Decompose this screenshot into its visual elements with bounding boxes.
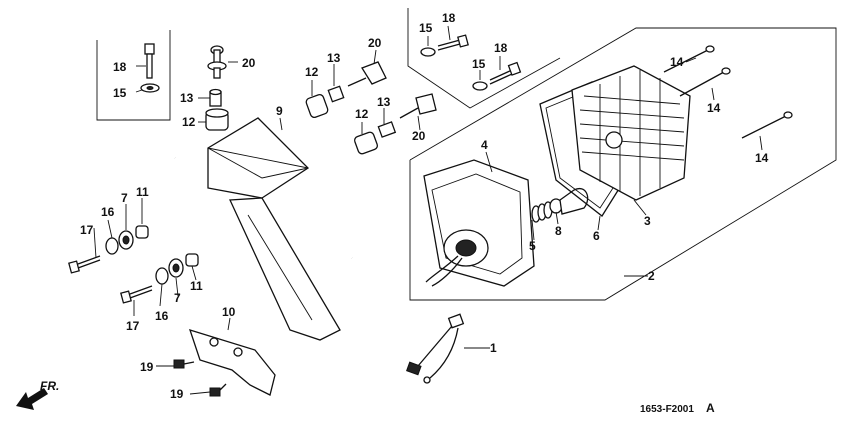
nut-7-lower bbox=[168, 258, 184, 278]
assembly-frame bbox=[409, 27, 837, 301]
screw-14-middle bbox=[679, 67, 731, 97]
callout-18-upper: 18 bbox=[442, 11, 456, 25]
bolt-18-left bbox=[140, 43, 160, 93]
diagram-suffix: A bbox=[706, 401, 715, 415]
bolt-17-upper bbox=[68, 255, 101, 274]
callout-16-lower: 16 bbox=[155, 309, 169, 323]
front-direction-arrow-icon bbox=[16, 388, 48, 410]
wire-harness-1 bbox=[406, 313, 465, 384]
bolt-20-center bbox=[347, 61, 387, 87]
tail-light-base-4 bbox=[423, 159, 535, 287]
callout-15-left: 15 bbox=[113, 86, 127, 100]
screw-19-upper bbox=[173, 359, 195, 369]
callout-7-lower: 7 bbox=[174, 291, 181, 305]
screw-19-lower bbox=[209, 383, 227, 397]
callout-1: 1 bbox=[490, 341, 497, 355]
callout-16-upper: 16 bbox=[101, 205, 115, 219]
rear-fender-bracket-9 bbox=[174, 117, 353, 341]
direction-label: FR. bbox=[40, 379, 59, 393]
callout-19-lower: 19 bbox=[170, 387, 184, 401]
callout-20-left: 20 bbox=[242, 56, 256, 70]
callout-11-upper: 11 bbox=[136, 185, 149, 199]
grommet-12-center bbox=[305, 94, 329, 118]
callout-7-upper: 7 bbox=[121, 191, 128, 205]
callout-13-lower: 13 bbox=[377, 95, 391, 109]
diagram-code: 1653-F2001 bbox=[640, 404, 694, 415]
spring-5 bbox=[531, 201, 553, 223]
callout-8: 8 bbox=[555, 224, 562, 238]
nut-7-upper bbox=[118, 230, 134, 250]
callout-18-lower: 18 bbox=[494, 41, 508, 55]
callout-17-upper: 17 bbox=[80, 223, 94, 237]
tail-lens-3 bbox=[571, 65, 691, 201]
collar-11-upper bbox=[135, 225, 149, 239]
callout-12-lower: 12 bbox=[355, 107, 369, 121]
collar-13-lower bbox=[377, 121, 397, 138]
callout-18-left: 18 bbox=[113, 60, 127, 74]
grommet-12-lower bbox=[354, 131, 378, 155]
callout-5: 5 bbox=[529, 239, 536, 253]
bolt-17-lower bbox=[120, 285, 153, 304]
callout-13-left: 13 bbox=[180, 91, 194, 105]
bolt-20-lower bbox=[399, 93, 437, 119]
bolt-18-upper bbox=[420, 34, 469, 57]
callout-14-middle: 14 bbox=[707, 101, 721, 115]
bolt-18-lower bbox=[472, 61, 522, 91]
collar-13-center bbox=[327, 85, 345, 103]
license-bracket-10 bbox=[188, 329, 276, 396]
callout-20-lower: 20 bbox=[412, 129, 426, 143]
washer-16-upper bbox=[105, 237, 119, 255]
callout-11-lower: 11 bbox=[190, 279, 203, 293]
fastener-frame bbox=[407, 8, 561, 109]
callout-2: 2 bbox=[648, 269, 655, 283]
grommet-12-left bbox=[205, 108, 229, 131]
screw-14-top bbox=[663, 45, 715, 73]
washer-16-lower bbox=[155, 267, 169, 285]
callout-14-right: 14 bbox=[755, 151, 769, 165]
bolt-20-left bbox=[207, 45, 227, 79]
screw-14-right bbox=[741, 111, 793, 139]
callout-20-center: 20 bbox=[368, 36, 382, 50]
callout-17-lower: 17 bbox=[126, 319, 140, 333]
callout-13-center: 13 bbox=[327, 51, 341, 65]
callout-14-top: 14 bbox=[670, 55, 684, 69]
callout-15-lower: 15 bbox=[472, 57, 486, 71]
callout-15-upper: 15 bbox=[419, 21, 433, 35]
callout-12-center: 12 bbox=[305, 65, 319, 79]
collar-13-left bbox=[209, 88, 222, 107]
callout-19-upper: 19 bbox=[140, 360, 154, 374]
callout-12-left: 12 bbox=[182, 115, 196, 129]
leader-lines bbox=[93, 25, 763, 395]
bulb-8 bbox=[549, 187, 589, 215]
collar-11-lower bbox=[185, 253, 199, 267]
callout-10: 10 bbox=[222, 305, 236, 319]
callout-3: 3 bbox=[644, 214, 651, 228]
callout-6: 6 bbox=[593, 229, 600, 243]
bracket-frame bbox=[96, 30, 171, 121]
callout-4: 4 bbox=[481, 138, 488, 152]
callout-9: 9 bbox=[276, 104, 283, 118]
